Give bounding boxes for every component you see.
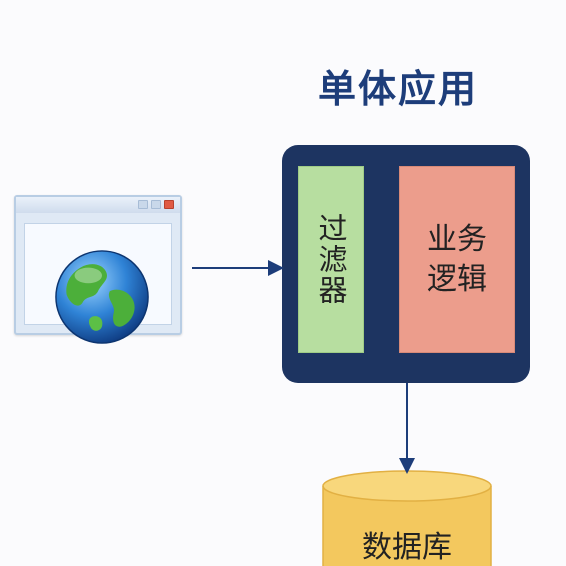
database-cylinder: [322, 470, 492, 566]
globe-icon: [55, 250, 149, 344]
filter-label: 过滤器: [314, 213, 348, 306]
browser-title-bar: [16, 197, 180, 213]
close-icon: [164, 200, 174, 209]
browser-content: [24, 223, 172, 344]
business-logic-label: 业务逻辑: [427, 221, 487, 297]
business-logic-block: 业务逻辑: [399, 166, 515, 353]
diagram-title: 单体应用: [318, 67, 479, 111]
minimize-icon: [138, 200, 148, 209]
database-label: 数据库: [362, 530, 452, 565]
browser-to-app-arrowhead: [268, 260, 284, 276]
maximize-icon: [151, 200, 161, 209]
app-to-database-arrowhead: [399, 458, 415, 474]
filter-block: 过滤器: [298, 166, 364, 353]
browser-window-icon: [14, 195, 182, 344]
